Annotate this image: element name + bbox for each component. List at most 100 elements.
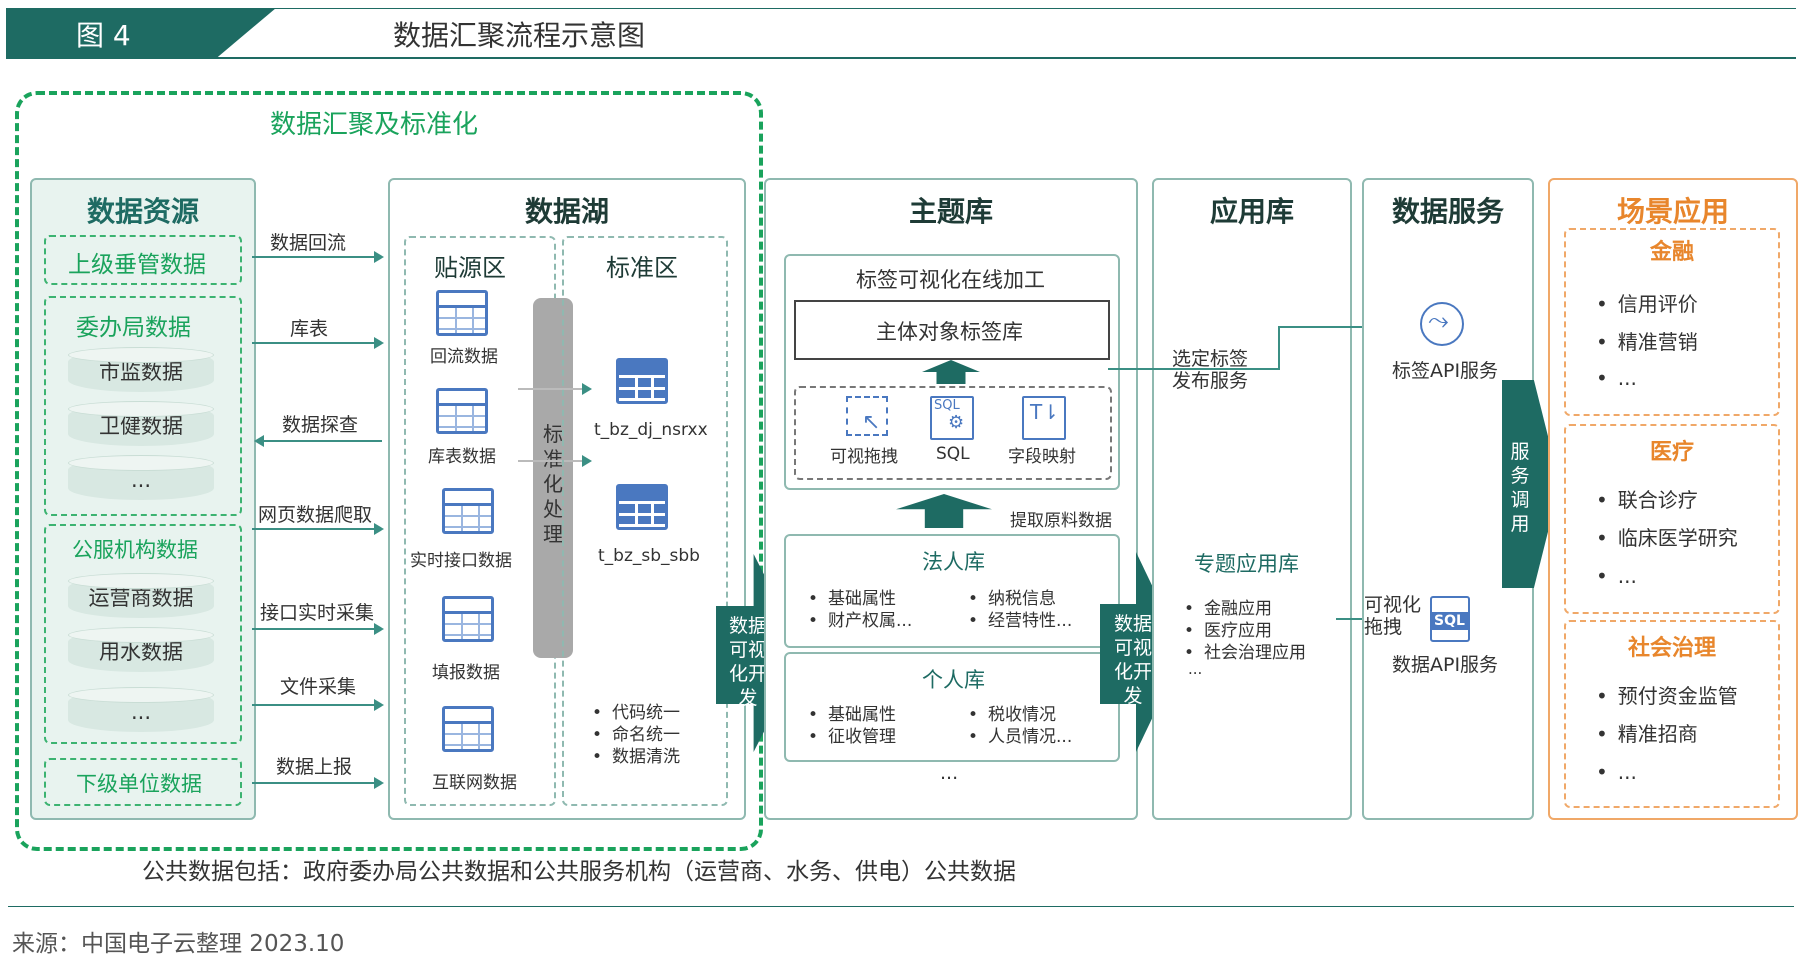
share-glyph: ⤳ [1428, 306, 1449, 336]
app-item-1: 医疗应用 [1184, 616, 1272, 641]
standardization-bar [533, 298, 573, 658]
public-item-2: ... [68, 687, 214, 732]
drag-cursor-icon: ↖ [862, 410, 881, 435]
person-right-0: 税收情况 [968, 700, 1056, 725]
std-bullet-2: 数据清洗 [592, 742, 680, 767]
scene-group-1: 医疗 [1564, 424, 1780, 614]
scene-1-item-0: 联合诊疗 [1596, 484, 1698, 513]
extract-label: 提取原料数据 [1010, 511, 1112, 531]
flow-label-2: 数据探查 [282, 414, 359, 436]
flow-arrow-3 [252, 523, 384, 535]
service-call-label: 服务调用 [1510, 441, 1530, 535]
lower-data-label: 下级单位数据 [76, 772, 202, 796]
table-icon-0 [436, 290, 488, 336]
sql-icon [930, 396, 974, 440]
flow-label-6: 数据上报 [276, 756, 353, 778]
flow-label-3: 网页数据爬取 [258, 504, 373, 526]
public-service-label: 公服机构数据 [72, 538, 198, 562]
scene-1-item-1: 临床医学研究 [1596, 522, 1738, 551]
committee-data-box: 委办局数据 [44, 296, 242, 516]
raw-item-3: 填报数据 [432, 663, 500, 683]
person-right-1: 人员情况... [968, 722, 1072, 747]
standardization-label: 标准化处理 [543, 422, 563, 546]
scene-0-item-2: ... [1596, 366, 1637, 390]
raw-zone-title: 贴源区 [434, 254, 506, 282]
flow-arrow-1 [252, 337, 384, 349]
tool-0: 可视拖拽 [830, 447, 898, 467]
upper-data-box: 上级垂管数据 [44, 235, 242, 285]
dev-label-2: 数据可视化开发 [1113, 613, 1152, 707]
std-bullet-1: 命名统一 [592, 720, 680, 745]
subject-tag-lib [794, 300, 1110, 360]
field-map-icon [1022, 396, 1066, 440]
topic-app-title: 专题应用库 [1194, 552, 1299, 576]
topic-lib-title: 主题库 [908, 195, 993, 228]
raw-item-2: 实时接口数据 [410, 551, 512, 571]
std-table-icon-0 [616, 358, 668, 404]
scene-2-item-1: 精准招商 [1596, 718, 1698, 747]
scene-title: 场景应用 [1616, 195, 1729, 228]
scene-group-0: 金融 [1564, 228, 1780, 416]
table-icon-4 [442, 706, 494, 752]
flow-arrow-4 [252, 623, 384, 635]
field-map-glyph: T⇂ [1030, 400, 1059, 424]
tag-publish-0: 选定标签 [1172, 348, 1249, 370]
flow-arrow-6 [252, 777, 384, 789]
flow-arrow-0 [252, 251, 384, 263]
legal-left-0: 基础属性 [808, 584, 896, 609]
tool-1: SQL [936, 444, 970, 464]
data-lake-title: 数据湖 [524, 195, 609, 228]
figure-title: 数据汇聚流程示意图 [393, 19, 646, 52]
footer-rule [8, 906, 1794, 907]
scene-2-item-0: 预付资金监管 [1596, 680, 1738, 709]
person-left-1: 征收管理 [808, 722, 896, 747]
committee-data-label: 委办局数据 [76, 315, 191, 341]
drag-icon [846, 396, 888, 436]
gear-icon: ⚙ [948, 412, 965, 433]
std-arrow-top [518, 383, 592, 395]
scene-0-item-1: 精准营销 [1596, 326, 1698, 355]
app-item-2: 社会治理应用 [1184, 638, 1306, 663]
flow-label-1: 库表 [290, 318, 329, 340]
std-table-icon-1 [616, 484, 668, 530]
header-rule [6, 57, 1796, 59]
committee-item-1: 卫健数据 [68, 401, 214, 446]
data-api-label: 数据API服务 [1392, 654, 1499, 676]
data-source-title: 数据资源 [86, 195, 199, 228]
lower-data-box: 下级单位数据 [44, 758, 242, 806]
figure-tab [6, 8, 276, 58]
app-item-0: 金融应用 [1184, 594, 1272, 619]
app-item-3: ... [1188, 660, 1203, 678]
raw-item-1: 库表数据 [428, 447, 496, 467]
flow-label-0: 数据回流 [270, 232, 347, 254]
raw-item-4: 互联网数据 [432, 773, 517, 793]
app-lib-panel: 应用库 [1152, 178, 1352, 820]
app-lib-title: 应用库 [1209, 195, 1294, 228]
raw-item-0: 回流数据 [430, 347, 498, 367]
dev-label-1: 数据可视化开发 [728, 615, 767, 709]
visual-drag-1: 拖拽 [1364, 616, 1403, 638]
flow-label-4: 接口实时采集 [260, 602, 375, 624]
tag-box-title: 标签可视化在线加工 [856, 268, 1045, 292]
legal-lib-title: 法人库 [922, 550, 985, 574]
std-table-1: t_bz_sb_sbb [598, 546, 700, 566]
tools-box [794, 386, 1112, 480]
scene-1-item-2: ... [1596, 564, 1637, 588]
topic-more: ... [940, 762, 959, 784]
subject-tag-lib-label: 主体对象标签库 [876, 320, 1023, 344]
committee-item-0: 市监数据 [68, 347, 214, 392]
scene-group-0-title: 金融 [1650, 240, 1695, 265]
tag-api-label: 标签API服务 [1392, 360, 1499, 382]
scene-group-2: 社会治理 [1564, 620, 1780, 808]
table-icon-1 [436, 388, 488, 434]
std-bullet-0: 代码统一 [592, 698, 680, 723]
person-lib-title: 个人库 [922, 668, 985, 692]
tag-publish-1: 发布服务 [1172, 370, 1249, 392]
flow-label-5: 文件采集 [280, 676, 357, 698]
person-left-0: 基础属性 [808, 700, 896, 725]
table-icon-2 [442, 488, 494, 534]
figure-number: 图 4 [76, 19, 131, 52]
visual-drag-0: 可视化 [1364, 594, 1422, 616]
source-note: 来源：中国电子云整理 2023.10 [12, 931, 345, 957]
tool-2: 字段映射 [1008, 447, 1076, 467]
